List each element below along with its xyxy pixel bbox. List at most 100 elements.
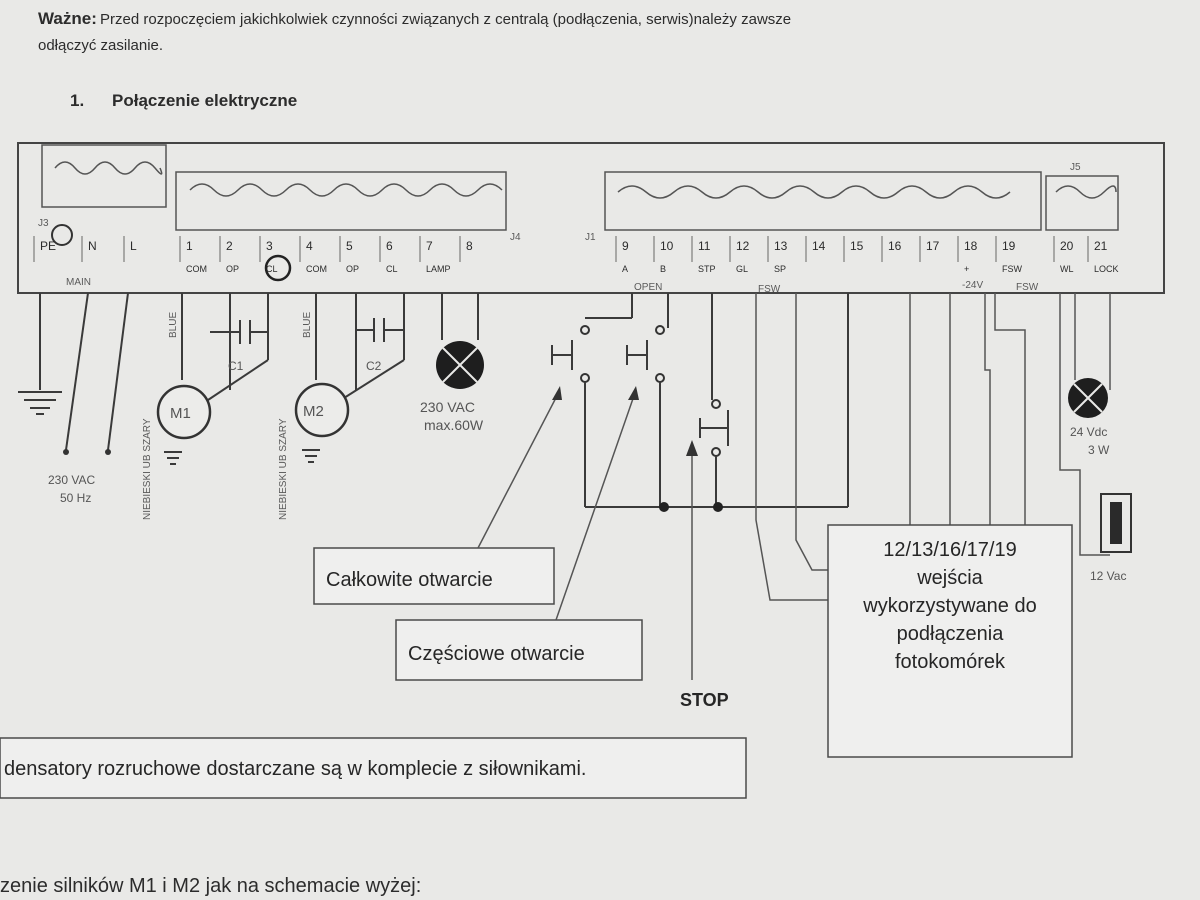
full-open-text: Całkowite otwarcie <box>326 569 493 591</box>
l-wire <box>107 292 129 451</box>
warning-label: Ważne: <box>38 9 97 28</box>
mains-voltage: 230 VAC <box>48 473 95 487</box>
junction-dot-2 <box>713 502 723 512</box>
j1-terminal-number: 10 <box>660 239 674 253</box>
main-label: MAIN <box>66 277 91 288</box>
wl-voltage: 24 Vdc <box>1070 425 1107 439</box>
ground-icon <box>18 391 62 415</box>
m2-label: M2 <box>303 403 324 420</box>
full-open-callout <box>313 547 555 605</box>
fsw-group-label: FSW <box>758 284 781 295</box>
capacitor-note-box <box>0 737 747 799</box>
capacitor-note-text: densatory rozruchowe dostarczane są w ko… <box>4 758 586 780</box>
j1-terminal-number: 9 <box>622 239 629 253</box>
j5-terminal-sub: LOCK <box>1094 264 1119 274</box>
fsw2-group-label: FSW <box>1016 282 1039 293</box>
warning-text-line2: odłączyć zasilanie. <box>38 37 163 54</box>
j1-terminal-number: 18 <box>964 239 978 253</box>
mains-terminal-number: L <box>130 239 137 253</box>
m1-wire-blue: BLUE <box>168 312 179 338</box>
section-title: Połączenie elektryczne <box>112 91 297 110</box>
j4-terminal-number: 3 <box>266 239 273 253</box>
m1-cl-diag <box>207 359 269 401</box>
lamp-power: max.60W <box>424 417 484 433</box>
photocell-line5: fotokomórek <box>895 651 1006 673</box>
lock-return-wire <box>1059 405 1110 556</box>
section-number: 1. <box>70 91 84 110</box>
m2-ground-icon <box>302 449 320 463</box>
mains-frequency: 50 Hz <box>60 491 91 505</box>
j4-terminal-number: 6 <box>386 239 393 253</box>
j4-terminal-sub: CL <box>386 264 398 274</box>
j3-block <box>41 144 167 208</box>
partial-open-text: Częściowe otwarcie <box>408 643 585 665</box>
j1-terminal-number: 19 <box>1002 239 1016 253</box>
j1-terminal-sub: FSW <box>1002 264 1023 274</box>
j1-terminal-sub: GL <box>736 264 748 274</box>
c1-capacitor-icon <box>239 320 251 344</box>
m1-wire-colors: NIEBIESKI UB SZARY <box>142 418 153 520</box>
j4-terminal-number: 7 <box>426 239 433 253</box>
j1-terminal-number: 13 <box>774 239 788 253</box>
lamp-icon <box>436 341 484 389</box>
partial-open-pointer <box>555 389 637 621</box>
open-group-label: OPEN <box>634 282 662 293</box>
m2-cl-diag <box>343 359 405 399</box>
footer-text: zenie silników M1 i M2 jak na schemacie … <box>0 875 421 897</box>
m1-ground-icon <box>164 451 182 465</box>
j5-terminal-number: 20 <box>1060 239 1074 253</box>
j1-terminal-sub: A <box>622 264 628 274</box>
j4-terminal-sub: CL <box>266 264 278 274</box>
j4-wave <box>189 183 503 197</box>
c2-capacitor-icon <box>373 318 385 342</box>
j1-terminal-number: 12 <box>736 239 750 253</box>
j4-block <box>175 171 507 231</box>
gnd-24v-label: -24V <box>962 280 983 291</box>
photocell-wire-12 <box>755 293 828 601</box>
j5-terminal-sub: WL <box>1060 264 1074 274</box>
photocell-line4: podłączenia <box>897 623 1005 645</box>
j5-block <box>1045 175 1119 231</box>
motor-m2-icon <box>294 382 350 438</box>
mains-terminal-number: N <box>88 239 97 253</box>
j1-terminal-number: 14 <box>812 239 826 253</box>
wl-power: 3 W <box>1088 443 1110 457</box>
photocell-wire-13 <box>795 293 828 571</box>
photocell-line3: wykorzystywane do <box>862 595 1036 617</box>
photocell-line2: wejścia <box>916 567 983 589</box>
l-terminal-dot <box>105 449 111 455</box>
trimmer-icon <box>264 254 292 282</box>
j4-terminal-number: 5 <box>346 239 353 253</box>
j1-block <box>604 171 1042 231</box>
full-open-button-icon <box>551 325 590 383</box>
partial-open-callout <box>395 619 643 681</box>
j1-wave <box>617 185 1011 199</box>
control-board <box>17 142 1165 294</box>
stop-arrow-icon <box>686 440 698 456</box>
n-wire <box>65 292 89 451</box>
partial-open-button-icon <box>626 325 665 383</box>
j3-label: J3 <box>38 218 49 229</box>
j4-terminal-number: 8 <box>466 239 473 253</box>
partial-open-arrow-icon <box>628 386 639 400</box>
m2-wire-blue: BLUE <box>302 312 313 338</box>
j5-label: J5 <box>1070 162 1081 173</box>
j4-terminal-number: 1 <box>186 239 193 253</box>
warning-text-line1: Przed rozpoczęciem jakichkolwiek czynnoś… <box>100 11 791 28</box>
motor-m1-icon <box>156 384 212 440</box>
junction-dot-1 <box>659 502 669 512</box>
full-open-pointer <box>477 389 561 549</box>
full-open-arrow-icon <box>552 386 562 400</box>
j3-connector-icon <box>51 224 73 246</box>
stop-text: STOP <box>680 690 729 710</box>
c2-label: C2 <box>366 359 382 373</box>
lock-coil-icon <box>1100 493 1132 553</box>
photocell-wire-18 <box>984 293 991 525</box>
j1-terminal-sub: SP <box>774 264 786 274</box>
j3-wave <box>54 161 163 175</box>
j5-terminal-number: 21 <box>1094 239 1108 253</box>
j1-terminal-sub: + <box>964 264 969 274</box>
j1-terminal-number: 17 <box>926 239 940 253</box>
